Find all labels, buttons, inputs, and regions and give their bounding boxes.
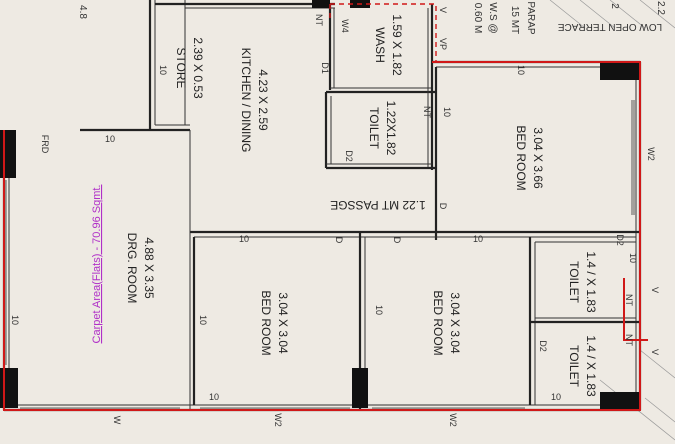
corner-number-2: 2 (609, 3, 620, 9)
ten-mark-1: 10 (158, 65, 168, 75)
ten-mark-8: 10 (516, 65, 526, 75)
bed-mid2-label: BED ROOM (431, 290, 445, 355)
ten-mark-6: 10 (198, 315, 208, 325)
w2-mark-right: W2 (646, 147, 656, 161)
toilet-r2-label: TOILET (567, 345, 581, 387)
v-mark-1: V (438, 7, 448, 13)
kitchen-label: KITCHEN / DINING (239, 48, 253, 153)
ten-mark-3: 10 (239, 234, 249, 244)
parapet-label-2: PARAP (525, 1, 536, 34)
w2-mark-bottom-1: W2 (273, 413, 283, 427)
left-number: 4.8 (77, 5, 88, 19)
ws-label: W.S @ (487, 2, 498, 33)
nt-mark-4: NT (624, 334, 634, 346)
red-boundary (3, 3, 648, 411)
terrace-label: LOW OPEN TERRACE (558, 21, 663, 32)
parapet-label: 15 MT (509, 6, 520, 34)
d2-mark-2: D2 (615, 234, 625, 246)
drawing-room-label: DRG. ROOM (125, 233, 139, 304)
d2-mark-3: D2 (538, 340, 548, 352)
ten-mark-11: 10 (209, 392, 219, 402)
door-window-marks: FRD W4 NT D1 D2 NT VP V W2 D D D D2 D2 N… (10, 7, 660, 427)
ten-mark-10: 10 (628, 253, 638, 263)
ten-mark-12: 10 (551, 392, 561, 402)
vp-mark: VP (438, 38, 448, 50)
d1-mark: D1 (320, 62, 330, 74)
passage-label: 1.22 MT PASSGE (330, 198, 426, 212)
toilet-r1-label: TOILET (567, 261, 581, 303)
w4-mark: W4 (340, 19, 350, 33)
nt-mark-1: NT (314, 14, 324, 26)
toilet-top-dim: 1.22X1.82 (384, 101, 398, 156)
ms-label: 0.60 M (472, 3, 483, 34)
store-label: STORE (174, 47, 188, 88)
ten-mark-2: 10 (105, 134, 115, 144)
d-mark-1: D (334, 237, 344, 244)
corner-number: 2.2 (655, 1, 666, 15)
ten-mark-4: 10 (473, 234, 483, 244)
bed-right-label: BED ROOM (514, 125, 528, 190)
store-dim: 2.39 X 0.53 (191, 37, 205, 99)
ten-mark-7: 10 (374, 305, 384, 315)
drawing-room-dim: 4.88 X 3.35 (142, 237, 156, 299)
ten-mark-9: 10 (442, 107, 452, 117)
w2-mark-bottom-2: W2 (448, 413, 458, 427)
bed-mid-dim: 3.04 X 3.04 (276, 292, 290, 354)
wash-label: WASH (373, 27, 387, 63)
bed-right-dim: 3.04 X 3.66 (531, 127, 545, 189)
nt-mark-2: NT (422, 106, 432, 118)
ten-mark-5: 10 (10, 315, 20, 325)
nt-mark-3: NT (624, 294, 634, 306)
bed-mid2-dim: 3.04 X 3.04 (448, 292, 462, 354)
terrace-hatch (549, 0, 675, 441)
windows (5, 100, 635, 409)
kitchen-dim: 4.23 X 2.59 (256, 69, 270, 131)
toilet-r2-dim: 1.4 / X 1.83 (584, 335, 598, 397)
d-mark-3: D (438, 203, 448, 210)
d2-mark-1: D2 (344, 150, 354, 162)
toilet-r1-dim: 1.4 / X 1.83 (584, 251, 598, 313)
v-mark-3: V (650, 349, 660, 355)
w-mark-bottom: W (112, 416, 122, 425)
wash-dim: 1.59 X 1.82 (390, 14, 404, 76)
v-mark-2: V (650, 287, 660, 293)
toilet-top-label: TOILET (367, 107, 381, 149)
frd-mark: FRD (40, 135, 50, 154)
d-mark-2: D (392, 237, 402, 244)
carpet-area-note: Carpet Area(Flats) - 70.96 Sqmt. (91, 185, 103, 344)
bed-mid-label: BED ROOM (259, 290, 273, 355)
